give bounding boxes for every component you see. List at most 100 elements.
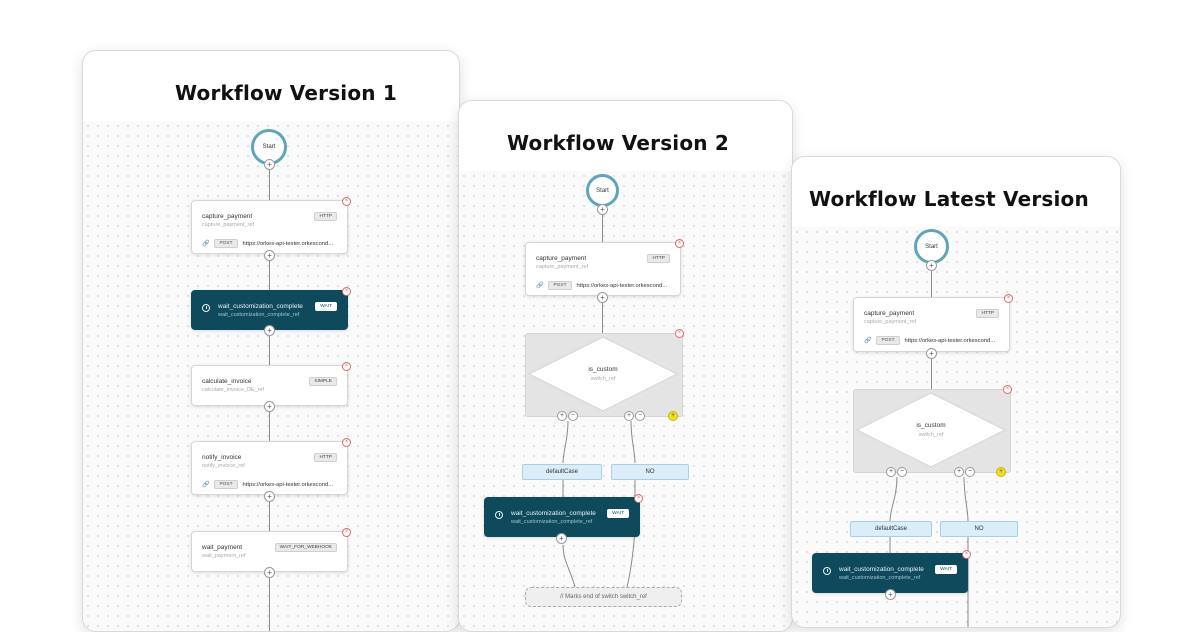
case-add-remove[interactable]: +−	[954, 467, 975, 477]
task-name: wait_payment	[202, 544, 243, 551]
task-ref: wait_payment_ref	[202, 553, 246, 559]
switch-name: is_custom	[916, 422, 946, 429]
task-node[interactable]: calculate_invoice calculate_invoice_DE_r…	[191, 365, 348, 406]
task-node[interactable]: notify_invoice notify_invoice_ref HTTP 🔗…	[191, 441, 348, 495]
add-task-plus-icon[interactable]: +	[597, 204, 608, 215]
close-icon[interactable]: ×	[342, 287, 351, 296]
add-task-plus-icon[interactable]: +	[264, 567, 275, 578]
http-method-badge: POST	[548, 281, 572, 290]
add-task-plus-icon[interactable]: +	[926, 348, 937, 359]
task-name: capture_payment	[864, 310, 915, 317]
panel-title: Workflow Version 2	[507, 131, 730, 155]
task-node[interactable]: capture_payment capture_payment_ref HTTP…	[525, 242, 681, 296]
switch-diamond	[527, 336, 679, 412]
task-node[interactable]: wait_customization_complete wait_customi…	[191, 290, 348, 330]
task-type-badge: HTTP	[314, 212, 337, 221]
add-task-plus-icon[interactable]: +	[264, 401, 275, 412]
case-add-remove[interactable]: +−	[886, 467, 907, 477]
task-ref: capture_payment_ref	[202, 222, 254, 228]
switch-ref: switch_ref	[590, 376, 616, 382]
add-task-plus-icon[interactable]: +	[885, 589, 896, 600]
http-url-row: 🔗 POST https://orkes-api-tester.orkescon…	[864, 336, 995, 345]
add-task-plus-icon[interactable]: +	[264, 325, 275, 336]
close-icon[interactable]: ×	[1003, 385, 1012, 394]
add-case-plus-icon[interactable]: +	[996, 467, 1006, 477]
http-url-row: 🔗 POST https://orkes-api-tester.orkescon…	[536, 281, 667, 290]
task-type-badge: HTTP	[647, 254, 670, 263]
workflow-panel-latest: Workflow Latest Version Start + capture_…	[791, 156, 1121, 628]
workflow-panel-v1: Workflow Version 1 Start + capture_payme…	[82, 50, 460, 632]
switch-ref: switch_ref	[918, 432, 944, 438]
close-icon[interactable]: ×	[634, 494, 643, 503]
clock-icon	[823, 567, 831, 575]
http-method-badge: POST	[214, 239, 238, 248]
task-node[interactable]: wait_customization_complete wait_customi…	[484, 497, 640, 537]
close-icon[interactable]: ×	[1004, 294, 1013, 303]
add-task-plus-icon[interactable]: +	[926, 260, 937, 271]
http-url: https://orkes-api-tester.orkescond...	[904, 337, 996, 344]
close-icon[interactable]: ×	[675, 329, 684, 338]
case-label-no[interactable]: NO	[940, 521, 1018, 537]
task-type-badge: HTTP	[314, 453, 337, 462]
close-icon[interactable]: ×	[675, 239, 684, 248]
plus-icon[interactable]: +	[557, 411, 567, 421]
clock-icon	[202, 304, 210, 312]
case-add-remove[interactable]: +−	[557, 411, 578, 421]
panel-title: Workflow Version 1	[175, 81, 398, 105]
close-icon[interactable]: ×	[962, 550, 971, 559]
close-icon[interactable]: ×	[342, 197, 351, 206]
task-name: wait_customization_complete	[511, 510, 596, 517]
workflow-panel-v2: Workflow Version 2 Start + capture_payme…	[458, 100, 793, 632]
task-ref: wait_customization_complete_ref	[839, 575, 921, 581]
task-ref: notify_invoice_ref	[202, 463, 245, 469]
task-name: capture_payment	[536, 255, 587, 262]
http-url: https://orkes-api-tester.orkescond...	[242, 240, 334, 247]
case-label-default[interactable]: defaultCase	[850, 521, 932, 537]
task-name: notify_invoice	[202, 454, 242, 461]
close-icon[interactable]: ×	[342, 362, 351, 371]
minus-icon[interactable]: −	[568, 411, 578, 421]
task-ref: wait_customization_complete_ref	[218, 312, 300, 318]
task-type-badge: WAIT	[315, 302, 337, 311]
plus-icon[interactable]: +	[954, 467, 964, 477]
task-ref: capture_payment_ref	[536, 264, 588, 270]
link-icon: 🔗	[202, 241, 210, 247]
add-task-plus-icon[interactable]: +	[264, 491, 275, 502]
link-icon: 🔗	[864, 338, 872, 344]
add-task-plus-icon[interactable]: +	[264, 250, 275, 261]
minus-icon[interactable]: −	[897, 467, 907, 477]
branch-lines	[562, 420, 636, 588]
plus-icon[interactable]: +	[624, 411, 634, 421]
switch-name: is_custom	[588, 366, 618, 373]
close-icon[interactable]: ×	[342, 528, 351, 537]
add-case-plus-icon[interactable]: +	[668, 411, 678, 421]
switch-end-node: // Marks end of switch switch_ref	[525, 587, 682, 607]
task-type-badge: WAIT	[607, 509, 629, 518]
switch-diamond	[855, 392, 1007, 468]
task-node[interactable]: capture_payment capture_payment_ref HTTP…	[191, 200, 348, 254]
minus-icon[interactable]: −	[965, 467, 975, 477]
add-task-plus-icon[interactable]: +	[597, 292, 608, 303]
close-icon[interactable]: ×	[342, 438, 351, 447]
add-task-plus-icon[interactable]: +	[556, 533, 567, 544]
case-label-no[interactable]: NO	[611, 464, 689, 480]
http-url-row: 🔗 POST https://orkes-api-tester.orkescon…	[202, 239, 333, 248]
task-node[interactable]: wait_payment wait_payment_ref WAIT_FOR_W…	[191, 531, 348, 572]
link-icon: 🔗	[202, 482, 210, 488]
task-name: wait_customization_complete	[218, 303, 303, 310]
plus-icon[interactable]: +	[886, 467, 896, 477]
http-url: https://orkes-api-tester.orkescond...	[242, 481, 334, 488]
task-type-badge: WAIT	[935, 565, 957, 574]
case-label-default[interactable]: defaultCase	[522, 464, 602, 480]
case-add-remove[interactable]: +−	[624, 411, 645, 421]
task-type-badge: HTTP	[976, 309, 999, 318]
task-ref: capture_payment_ref	[864, 319, 916, 325]
link-icon: 🔗	[536, 283, 544, 289]
add-task-plus-icon[interactable]: +	[264, 159, 275, 170]
panel-title: Workflow Latest Version	[809, 187, 1089, 211]
task-node[interactable]: wait_customization_complete wait_customi…	[812, 553, 968, 593]
minus-icon[interactable]: −	[635, 411, 645, 421]
http-url: https://orkes-api-tester.orkescond...	[576, 282, 668, 289]
task-ref: wait_customization_complete_ref	[511, 519, 593, 525]
task-name: wait_customization_complete	[839, 566, 924, 573]
